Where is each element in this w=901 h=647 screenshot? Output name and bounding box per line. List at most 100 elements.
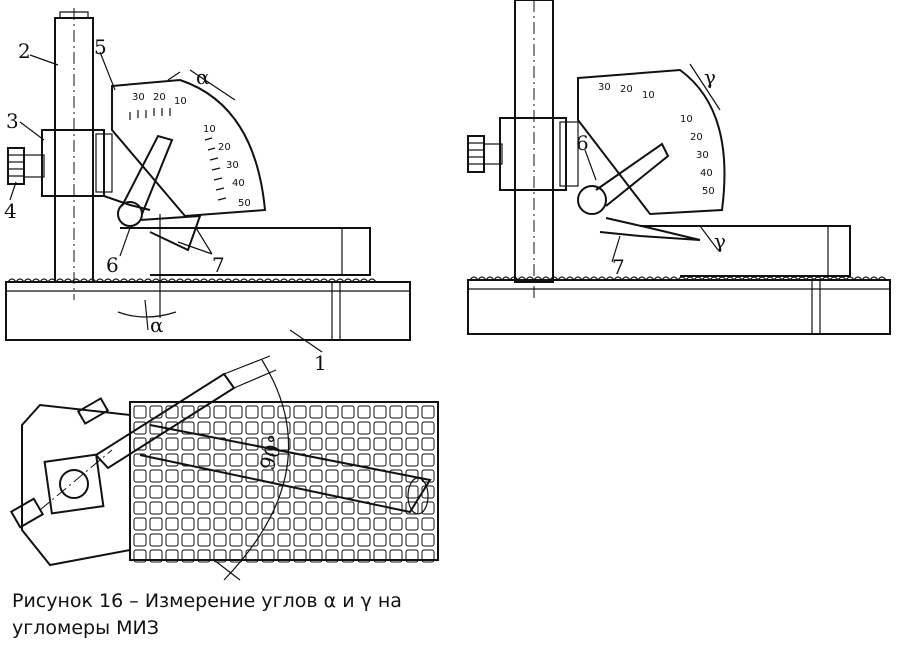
grid-cell (357, 549, 371, 563)
grid-cell (277, 453, 291, 467)
protractor-sector (111, 78, 267, 218)
grid-cell (357, 533, 371, 547)
grid-cell (197, 549, 211, 563)
scale-mark: 20 (690, 132, 703, 143)
grid-cell (309, 485, 323, 499)
grid-cell (341, 517, 355, 531)
grid-cell (213, 453, 227, 467)
grid-cell (421, 517, 435, 531)
scale-mark: 30 (132, 92, 145, 103)
grid-cell (261, 485, 275, 499)
grid-cell (341, 469, 355, 483)
grid-cell (181, 501, 195, 515)
part-label-6: 6 (576, 131, 589, 155)
grid-cell (197, 453, 211, 467)
scale-mark: 20 (218, 142, 231, 153)
pointer-arm (595, 142, 670, 207)
grid-cell (133, 405, 147, 419)
scale-mark: 40 (232, 178, 245, 189)
grid-cell (245, 453, 259, 467)
grid-cell (277, 437, 291, 451)
ruler-bar (94, 372, 236, 470)
part-label-6: 6 (106, 253, 119, 277)
grid-cell (309, 501, 323, 515)
grid-cell (309, 533, 323, 547)
grid-cell (325, 533, 339, 547)
grid-cell (261, 421, 275, 435)
grid-cell (277, 421, 291, 435)
grid-cell (309, 421, 323, 435)
grid-cell (389, 533, 403, 547)
grid-cell (405, 421, 419, 435)
scale-mark: 30 (226, 160, 239, 171)
grid-cell (133, 501, 147, 515)
grid-cell (165, 501, 179, 515)
angle-90-label: 90° (255, 432, 289, 473)
grid-cell (277, 501, 291, 515)
grid-cell (373, 517, 387, 531)
plan-view-90deg: 90° (9, 355, 439, 581)
cutter-teeth (7, 278, 377, 284)
grid-cell (261, 517, 275, 531)
grid-cell (229, 405, 243, 419)
grid-cell (373, 533, 387, 547)
grid-cell (229, 549, 243, 563)
grid-cell (165, 485, 179, 499)
grid-cell (277, 517, 291, 531)
grid-cell (341, 453, 355, 467)
grid-cell (325, 437, 339, 451)
grid-cell (421, 437, 435, 451)
grid-cell (373, 437, 387, 451)
part-label-7: 7 (612, 255, 625, 279)
grid-cell (405, 533, 419, 547)
grid-cell (213, 549, 227, 563)
grid-cell (277, 549, 291, 563)
grid-cell (373, 485, 387, 499)
grid-cell (133, 485, 147, 499)
grid-cell (373, 421, 387, 435)
grid-cell (325, 549, 339, 563)
scale-mark: 40 (700, 168, 713, 179)
clamp-screw-knob (467, 135, 485, 173)
grid-cell (293, 533, 307, 547)
grid-cell (197, 517, 211, 531)
protractor-sector (577, 68, 726, 216)
grid-cell (181, 421, 195, 435)
scale-mark: 50 (702, 186, 715, 197)
measuring-jaw (599, 217, 701, 241)
grid-cell (357, 517, 371, 531)
grid-cell (421, 533, 435, 547)
scale-mark: 50 (238, 198, 251, 209)
grid-cell (277, 405, 291, 419)
grid-cell (293, 485, 307, 499)
grid-cell (261, 501, 275, 515)
grid-cell (405, 549, 419, 563)
part-label-1: 1 (314, 351, 327, 375)
grid-cell (149, 549, 163, 563)
grid-cell (389, 485, 403, 499)
grid-cell (245, 549, 259, 563)
grid-cell (389, 517, 403, 531)
part-label-5: 5 (94, 35, 107, 59)
grid-cell (245, 485, 259, 499)
clamp-screw-knob (7, 147, 25, 185)
grid-cell (245, 517, 259, 531)
grid-cell (325, 405, 339, 419)
grid-cell (341, 549, 355, 563)
grid-cell (229, 437, 243, 451)
gamma-label-top: γ (704, 65, 716, 89)
grid-cell (261, 533, 275, 547)
grid-cell (389, 421, 403, 435)
grid-cell (245, 501, 259, 515)
grid-cell (309, 405, 323, 419)
grid-cell (149, 485, 163, 499)
grid-cell (181, 549, 195, 563)
grid-cell (309, 453, 323, 467)
grid-cell (341, 421, 355, 435)
scale-mark: 10 (642, 90, 655, 101)
grid-cell (357, 469, 371, 483)
grid-cell (293, 549, 307, 563)
grid-cell (165, 533, 179, 547)
grid-cell (229, 501, 243, 515)
